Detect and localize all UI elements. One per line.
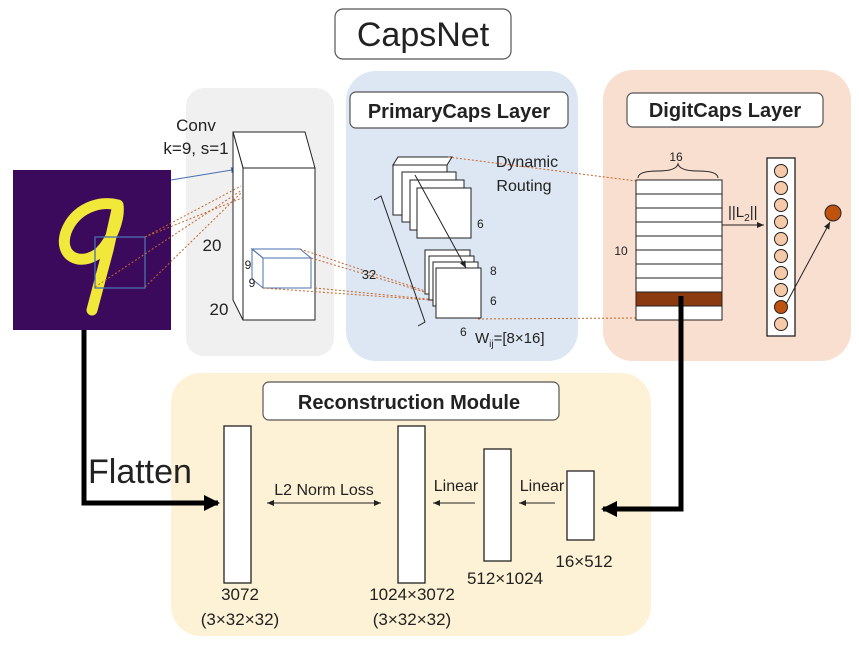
capsule-length <box>774 249 788 263</box>
title-box <box>334 8 512 60</box>
conv-kernel-dim-b: 9 <box>249 276 256 290</box>
linear-label-1: Linear <box>434 478 479 495</box>
layer-1024x3072 <box>397 425 426 584</box>
digit-caps-matrix <box>635 179 723 321</box>
digit-capsule-row <box>635 207 723 223</box>
digit-to-recon-arrow <box>601 296 684 517</box>
conv-volume-top <box>232 131 316 169</box>
dim-512x1024: 512×1024 <box>467 569 543 588</box>
conv-kernel-front <box>262 257 312 289</box>
primary-32-brace <box>373 195 426 327</box>
l2-loss-label: L2 Norm Loss <box>274 482 374 499</box>
primary-capsule-stack-top <box>392 156 472 239</box>
conv-dim-20-height: 20 <box>203 236 222 255</box>
capsule-square <box>435 267 482 319</box>
layer-512x1024 <box>483 448 512 562</box>
field-link-3 <box>94 189 243 288</box>
digit-dim-10: 10 <box>614 244 628 258</box>
conv-input-arrow <box>170 167 239 181</box>
digit-capsule-row <box>635 263 723 279</box>
conv-label: Conv <box>176 116 216 135</box>
conv-to-primary-link-2 <box>310 257 459 303</box>
primary-capsule-stack-bottom <box>424 249 482 319</box>
capsule-length <box>774 215 788 229</box>
digit-capsule-row <box>635 235 723 251</box>
digit-capsule-row <box>635 249 723 265</box>
primary-caps-title-box <box>349 91 569 129</box>
dynamic-routing-arrow <box>414 174 467 269</box>
digit-capsule-row <box>635 193 723 209</box>
flatten-arrow <box>81 330 220 511</box>
conv-to-primary-link-4 <box>262 287 459 303</box>
conv-params: k=9, s=1 <box>163 139 228 158</box>
capsule-length <box>774 198 788 212</box>
predicted-class-capsule <box>824 204 842 222</box>
capsule-length <box>774 232 788 246</box>
digit-16-brace <box>637 162 719 179</box>
primary-dim-8: 8 <box>490 264 497 278</box>
capsule-length <box>774 164 788 178</box>
primary-dim-6-top: 6 <box>477 217 484 231</box>
digit-dim-16: 16 <box>669 150 683 164</box>
capsule-length <box>774 181 788 195</box>
digit-nine-stroke <box>58 198 124 316</box>
conv-kernel-dim-a: 9 <box>245 258 252 272</box>
capsule-length <box>774 266 788 280</box>
conv-dim-20-depth: 20 <box>210 300 229 319</box>
primary-dim-6-mid: 6 <box>490 294 497 308</box>
field-link-4 <box>144 191 243 288</box>
digit-caps-title: DigitCaps Layer <box>649 100 801 122</box>
capsule-length-circles <box>774 164 788 331</box>
layer-16x512 <box>566 470 595 541</box>
capsule-square <box>416 187 472 239</box>
prediction-arrow <box>785 221 831 305</box>
dim-1024-shape: (3×32×32) <box>373 610 451 629</box>
norm-label: ||L2|| <box>728 204 758 224</box>
dynamic-routing-label-2: Routing <box>496 178 551 195</box>
primary-caps-title: PrimaryCaps Layer <box>368 101 551 123</box>
field-link-2 <box>144 197 243 238</box>
diagram-title: CapsNet <box>357 16 490 54</box>
digit-capsule-row <box>635 221 723 237</box>
capsule-length <box>774 317 788 331</box>
flatten-label: Flatten <box>88 453 192 491</box>
linear-label-2: Linear <box>520 478 565 495</box>
conv-volume-front <box>242 167 316 321</box>
digit-capsule-row <box>635 179 723 195</box>
capsule-stack-top-edge <box>392 156 453 166</box>
wij-label: Wij=[8×16] <box>475 330 545 350</box>
capsule-length-active <box>774 300 788 314</box>
receptive-field-box <box>94 236 146 289</box>
digit-caps-title-box <box>626 92 824 128</box>
recon-title: Reconstruction Module <box>298 392 520 414</box>
dim-16x512: 16×512 <box>555 552 612 571</box>
primary-dim-32: 32 <box>362 267 376 282</box>
primary-to-digit-link-top <box>447 156 637 182</box>
dim-3072-shape: (3×32×32) <box>201 610 279 629</box>
recon-title-box <box>262 381 560 421</box>
capsule-length <box>774 283 788 297</box>
digit-capsule-row <box>635 277 723 293</box>
output-layer-3072 <box>223 425 252 584</box>
dim-3072: 3072 <box>221 585 259 604</box>
primary-dim-6-bottom: 6 <box>460 325 467 339</box>
dynamic-routing-label-1: Dynamic <box>496 154 558 171</box>
dim-1024x3072: 1024×3072 <box>369 585 455 604</box>
